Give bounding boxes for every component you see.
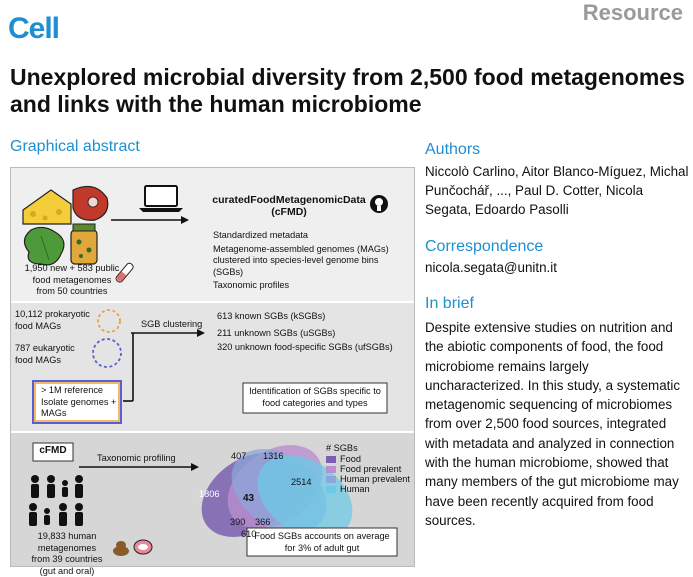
human-samples-text: 19,833 human metagenomes from 39 countri… xyxy=(31,531,103,576)
legend-swatch-food-prevalent xyxy=(326,466,336,473)
samples-text: 1,950 new + 583 public food metagenomes … xyxy=(24,263,120,296)
cfmd-box xyxy=(32,442,74,462)
venn-43: 43 xyxy=(243,493,255,504)
article-type-label: Resource xyxy=(582,0,683,25)
legend-swatch-human-prevalent xyxy=(326,476,336,483)
venn-diagram xyxy=(201,445,353,539)
github-icon xyxy=(370,195,388,213)
people-icon xyxy=(29,475,83,526)
venn-1806: 1806 xyxy=(199,489,220,499)
prokaryotic-text: 10,112 prokaryotic food MAGs xyxy=(15,309,90,331)
reference-text: > 1M reference Isolate genomes + MAGs xyxy=(41,385,117,418)
note-text: Food SGBs accounts on average for 3% of … xyxy=(254,531,390,553)
mouth-icon xyxy=(133,539,153,555)
legend-labels: Food Food prevalent Human prevalent Huma… xyxy=(340,454,410,494)
panel-clustering: 10,112 prokaryotic food MAGs 787 eukaryo… xyxy=(11,303,414,431)
correspondence-email[interactable]: nicola.segata@unitn.it xyxy=(425,260,557,275)
venn-1316: 1316 xyxy=(263,451,284,461)
db-name: curatedFoodMetagenomicData (cFMD) xyxy=(212,194,366,218)
legend-swatch-food xyxy=(326,456,336,463)
cfmd-label: cFMD xyxy=(39,445,67,456)
jar-icon xyxy=(70,229,98,265)
panel-database: 1,950 new + 583 public food metagenomes … xyxy=(11,168,414,301)
note-box xyxy=(246,527,398,557)
correspondence-heading: Correspondence xyxy=(425,238,544,255)
authors-heading: Authors xyxy=(425,141,481,158)
graphical-abstract: 1,950 new + 583 public food metagenomes … xyxy=(10,167,415,576)
test-tube-icon xyxy=(115,262,134,283)
profiling-label: Taxonomic profiling xyxy=(97,453,176,463)
article-title: Unexplored microbial diversity from 2,50… xyxy=(10,64,685,117)
stool-icon xyxy=(113,541,129,556)
identification-box xyxy=(242,382,388,414)
prokaryotic-cluster-icon xyxy=(97,309,121,333)
venn-2514: 2514 xyxy=(291,477,312,487)
journal-logo: Cell xyxy=(8,12,60,45)
food-illustration xyxy=(22,185,388,283)
legend-title: # SGBs xyxy=(326,443,358,453)
clustering-label: SGB clustering xyxy=(141,319,203,329)
db-features: Standardized metadata Metagenome-assembl… xyxy=(213,230,389,290)
brief-text: Despite extensive studies on nutrition a… xyxy=(425,320,681,528)
reference-box xyxy=(32,380,122,424)
legend-swatch-human xyxy=(326,486,336,493)
laptop-icon xyxy=(139,185,183,212)
identification-text: Identification of SGBs specific to food … xyxy=(249,386,381,408)
panel-human: cFMD Taxonomic profiling 19,833 human me… xyxy=(11,433,414,576)
venn-610: 610 xyxy=(241,529,257,539)
brief-heading: In brief xyxy=(425,295,474,312)
sgb-counts: 613 known SGBs (kSGBs) 211 unknown SGBs … xyxy=(217,311,393,352)
eukaryotic-text: 787 eukaryotic food MAGs xyxy=(15,343,75,365)
graphical-abstract-heading: Graphical abstract xyxy=(10,138,140,155)
venn-390: 390 xyxy=(230,517,246,527)
human-diagram xyxy=(29,442,398,557)
authors-list: Niccolò Carlino, Aitor Blanco-Míguez, Mi… xyxy=(425,164,689,217)
venn-366: 366 xyxy=(255,517,271,527)
venn-407: 407 xyxy=(231,451,247,461)
clustering-diagram xyxy=(32,309,388,424)
eukaryotic-cluster-icon xyxy=(92,338,122,368)
